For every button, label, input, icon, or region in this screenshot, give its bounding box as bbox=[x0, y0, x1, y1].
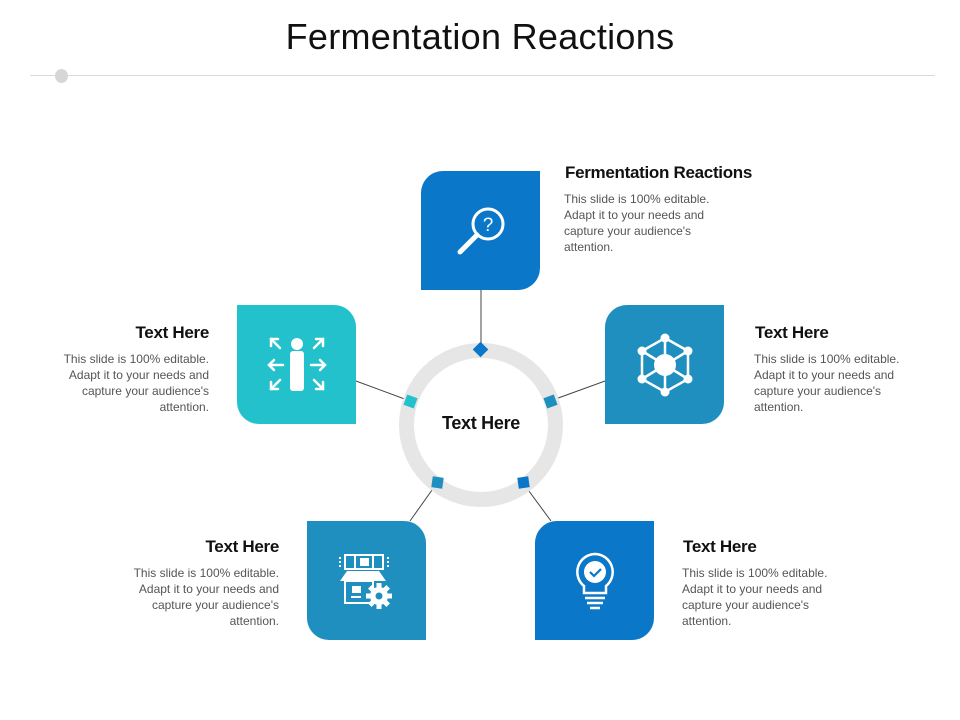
svg-text:?: ? bbox=[482, 215, 493, 236]
body-left: This slide is 100% editable. Adapt it to… bbox=[63, 352, 209, 414]
marker-bottom-left bbox=[431, 476, 444, 489]
center-label: Text Here bbox=[441, 413, 520, 433]
heading-top: Fermentation Reactions bbox=[565, 163, 753, 182]
network-hub-icon bbox=[637, 333, 692, 396]
marker-bottom-right bbox=[517, 476, 530, 489]
body-bottom-right: This slide is 100% editable. Adapt it to… bbox=[682, 566, 828, 628]
lightbulb-check-icon bbox=[575, 552, 614, 609]
tile-top: ? bbox=[421, 171, 540, 290]
body-bottom-left: This slide is 100% editable. Adapt it to… bbox=[133, 566, 279, 628]
person-expand-icon bbox=[266, 337, 327, 391]
store-gear-icon bbox=[338, 553, 392, 609]
heading-left: Text Here bbox=[135, 323, 209, 342]
magnifier-question-icon: ? bbox=[457, 207, 504, 254]
tile-left bbox=[237, 305, 356, 424]
title-rule bbox=[30, 75, 935, 76]
tile-bottom-right bbox=[535, 521, 654, 640]
tile-bottom-left bbox=[307, 521, 426, 640]
body-top: This slide is 100% editable. Adapt it to… bbox=[564, 192, 710, 254]
heading-bottom-right: Text Here bbox=[683, 537, 757, 556]
heading-right: Text Here bbox=[755, 323, 829, 342]
heading-bottom-left: Text Here bbox=[205, 537, 279, 556]
slide-title: Fermentation Reactions bbox=[285, 16, 675, 57]
title-rule-dot bbox=[55, 69, 68, 83]
body-right: This slide is 100% editable. Adapt it to… bbox=[754, 352, 900, 414]
tile-right bbox=[605, 305, 724, 424]
